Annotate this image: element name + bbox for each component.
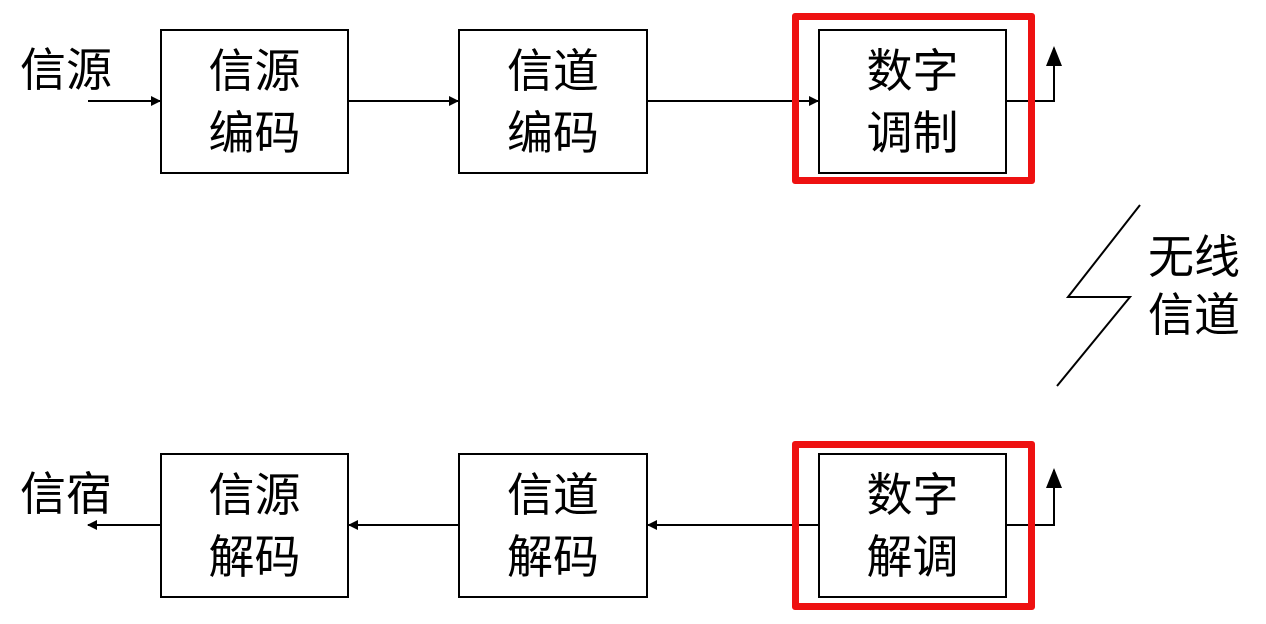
digital-modulator-block: 数字 调制 bbox=[818, 29, 1007, 174]
channel-encoder-line1: 信道 bbox=[507, 43, 599, 98]
demodulator-highlight bbox=[792, 441, 1035, 610]
source-decoder-block: 信源 解码 bbox=[160, 453, 349, 598]
source-label: 信源 bbox=[20, 43, 112, 97]
demodulator-input-arrow bbox=[1006, 468, 1062, 526]
digital-demodulator-line1: 数字 bbox=[866, 467, 959, 522]
wireless-channel-lightning-icon bbox=[1056, 204, 1141, 387]
sink-label: 信宿 bbox=[20, 467, 112, 521]
source-encoder-line2: 编码 bbox=[208, 105, 301, 160]
channel-decoder-block: 信道 解码 bbox=[458, 453, 648, 598]
wireless-channel-line2: 信道 bbox=[1148, 288, 1240, 342]
source-encoder-block: 信源 编码 bbox=[160, 29, 349, 174]
digital-modulator-line2: 调制 bbox=[866, 105, 959, 160]
channel-encoder-line2: 编码 bbox=[507, 105, 599, 160]
channel-encoder-block: 信道 编码 bbox=[458, 29, 648, 174]
source-decoder-line2: 解码 bbox=[208, 529, 301, 584]
wireless-channel-label: 无线 信道 bbox=[1148, 228, 1240, 344]
modulator-highlight bbox=[792, 13, 1035, 184]
digital-demodulator-line2: 解调 bbox=[866, 529, 959, 584]
modulator-output-arrow bbox=[1006, 46, 1062, 102]
wireless-channel-line1: 无线 bbox=[1148, 230, 1240, 284]
source-decoder-line1: 信源 bbox=[208, 467, 301, 522]
source-encoder-line1: 信源 bbox=[208, 43, 301, 98]
channel-decoder-line2: 解码 bbox=[507, 529, 599, 584]
digital-demodulator-block: 数字 解调 bbox=[818, 453, 1007, 598]
digital-modulator-line1: 数字 bbox=[866, 43, 959, 98]
channel-decoder-line1: 信道 bbox=[507, 467, 599, 522]
